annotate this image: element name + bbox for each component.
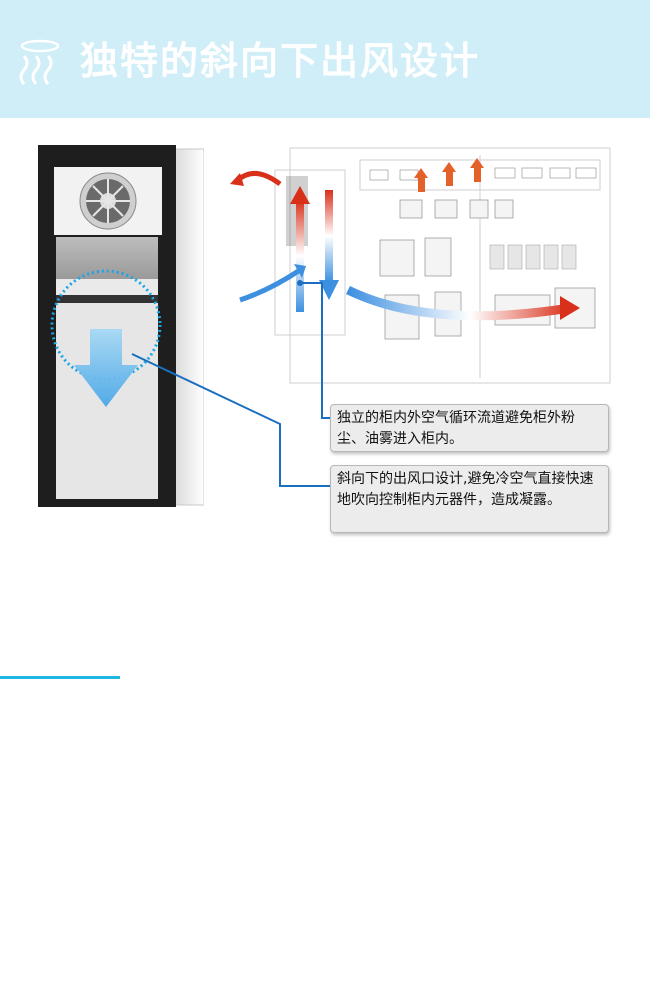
page-title: 独特的斜向下出风设计 (80, 39, 481, 83)
callout-independent-air-circulation: 独立的柜内外空气循环流道避免柜外粉尘、油雾进入柜内。 (330, 404, 609, 452)
airflow-logo-icon (19, 39, 60, 85)
cabinet-air-conditioner-image (38, 145, 204, 507)
callout-text: 斜向下的出风口设计,避免冷空气直接快速地吹向控制柜内元器件，造成凝露。 (337, 471, 594, 508)
cabinet-airflow-diagram (230, 147, 611, 384)
header-banner: 独特的斜向下出风设计 (0, 0, 650, 118)
callout-downward-outlet-design: 斜向下的出风口设计,避免冷空气直接快速地吹向控制柜内元器件，造成凝露。 (330, 465, 609, 533)
accent-divider (0, 676, 120, 679)
callout-text: 独立的柜内外空气循环流道避免柜外粉尘、油雾进入柜内。 (337, 410, 575, 447)
